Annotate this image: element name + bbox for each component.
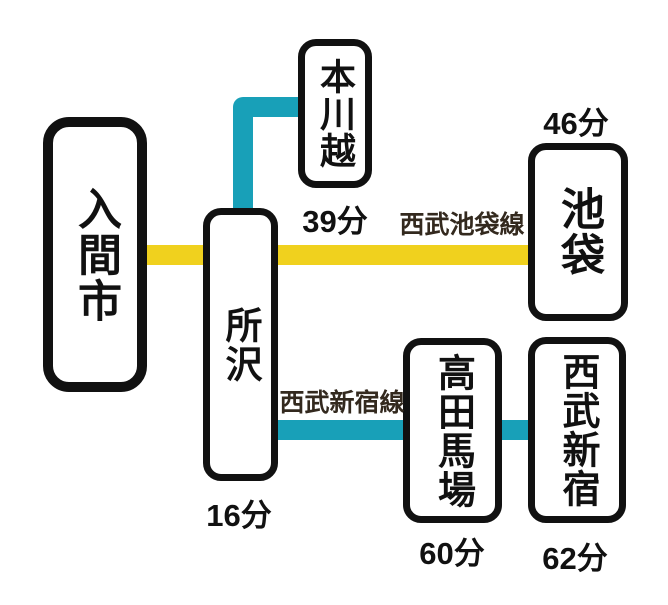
- time-label-ikebukuro: 46分: [543, 106, 609, 141]
- station-name-ikebukuro: 池袋: [554, 186, 603, 278]
- station-name-seibushinjuku: 西武新宿: [556, 352, 598, 508]
- time-label-takadanobaba: 60分: [419, 536, 485, 571]
- station-box-ikebukuro: 池袋: [528, 143, 628, 321]
- time-label-seibushinjuku: 62分: [542, 541, 608, 576]
- time-label-tokorozawa: 16分: [206, 498, 272, 533]
- station-box-seibushinjuku: 西武新宿: [528, 337, 626, 523]
- line-label-seibu-shinjuku-line: 西武新宿線: [279, 389, 405, 417]
- station-box-iruma: 入間市: [43, 117, 147, 392]
- time-label-honkawagoe: 39分: [302, 204, 368, 239]
- station-box-tokorozawa: 所沢: [203, 208, 278, 481]
- station-name-tokorozawa: 所沢: [220, 305, 261, 384]
- station-name-honkawagoe: 本川越: [315, 58, 356, 169]
- station-name-takadanobaba: 高田馬場: [431, 352, 474, 509]
- line-label-seibu-ikebukuro-line: 西武池袋線: [399, 211, 525, 239]
- seibu-shinjuku-line-honkawagoe-branch: [233, 97, 300, 214]
- station-name-iruma: 入間市: [71, 185, 120, 324]
- station-box-takadanobaba: 高田馬場: [403, 338, 502, 523]
- station-box-honkawagoe: 本川越: [298, 39, 372, 188]
